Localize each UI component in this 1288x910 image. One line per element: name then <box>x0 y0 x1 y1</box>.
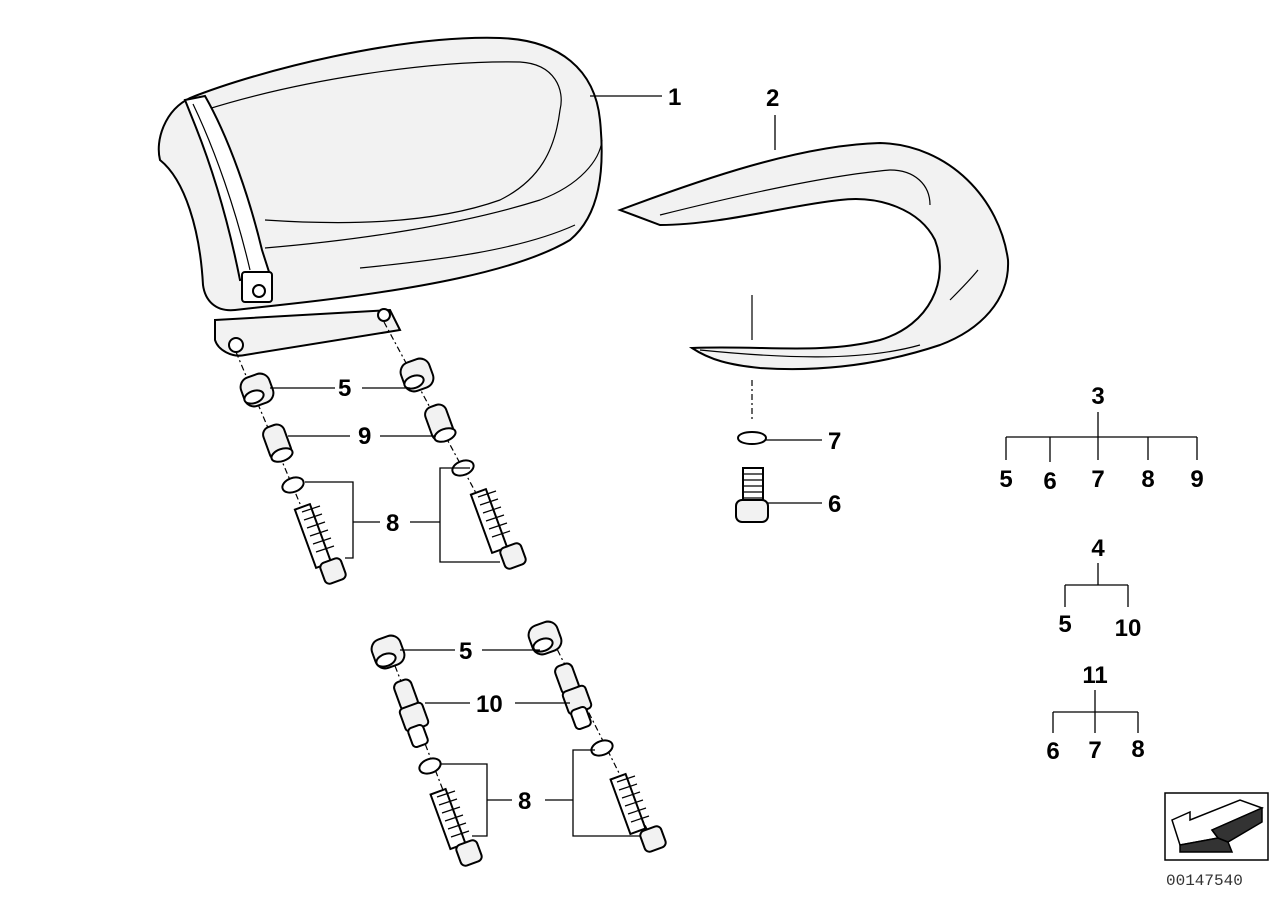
kit-tree-11: 11 6 7 8 <box>1046 662 1144 765</box>
direction-arrow-icon <box>1164 792 1269 861</box>
kit-11-root: 11 <box>1082 662 1107 689</box>
leader-lines <box>270 95 822 837</box>
bolt-part <box>429 787 483 867</box>
callout-8-upper: 8 <box>386 510 399 537</box>
grommet-part <box>527 620 563 656</box>
stepped-spacer-part <box>554 662 593 731</box>
callout-9-upper: 9 <box>358 423 371 450</box>
kit-3-child: 8 <box>1141 466 1154 493</box>
callout-8-lower: 8 <box>518 788 531 815</box>
trim-hardware <box>735 295 769 523</box>
grommet-part <box>370 634 406 670</box>
kit-4-root: 4 <box>1091 535 1105 562</box>
grommet-part <box>239 372 275 408</box>
kit-tree-4: 4 5 10 <box>1058 535 1141 642</box>
bolt-part <box>293 502 347 585</box>
stepped-spacer-part <box>393 678 430 749</box>
kit-tree-3: 3 5 6 7 8 9 <box>999 383 1203 495</box>
kit-3-child: 6 <box>1043 468 1056 495</box>
kit-3-child: 9 <box>1190 466 1203 493</box>
kit-3-child: 7 <box>1091 466 1104 493</box>
lower-mount-hardware <box>370 620 667 867</box>
callout-labels: 1 2 5 9 8 7 6 5 10 8 <box>338 84 841 815</box>
callout-5-upper: 5 <box>338 375 351 402</box>
spacer-part <box>262 423 294 463</box>
washer-part <box>418 757 442 775</box>
washer-part <box>281 476 305 494</box>
callout-7: 7 <box>828 428 841 455</box>
document-number: 00147540 <box>1166 872 1243 890</box>
spacer-part <box>424 403 457 443</box>
kit-3-child: 5 <box>999 466 1012 493</box>
callout-1: 1 <box>668 84 681 111</box>
spring-washer-part <box>736 431 768 445</box>
bolt-part <box>609 772 667 853</box>
callout-6: 6 <box>828 491 841 518</box>
left-mount-hardware <box>235 321 527 585</box>
grommet-part <box>399 357 435 393</box>
kit-4-child: 10 <box>1115 615 1142 642</box>
kit-11-child: 6 <box>1046 738 1059 765</box>
screw-part <box>735 467 769 523</box>
callout-2: 2 <box>766 85 779 112</box>
kit-3-root: 3 <box>1091 383 1104 410</box>
kit-4-child: 5 <box>1058 611 1071 638</box>
washer-part <box>590 739 614 757</box>
kit-11-child: 7 <box>1088 737 1101 764</box>
trim-panel <box>617 141 1010 371</box>
kit-11-child: 8 <box>1131 736 1144 763</box>
callout-10-lower: 10 <box>476 691 503 718</box>
bolt-part <box>469 487 527 570</box>
backrest-cushion <box>157 36 603 357</box>
callout-5-lower: 5 <box>459 638 472 665</box>
